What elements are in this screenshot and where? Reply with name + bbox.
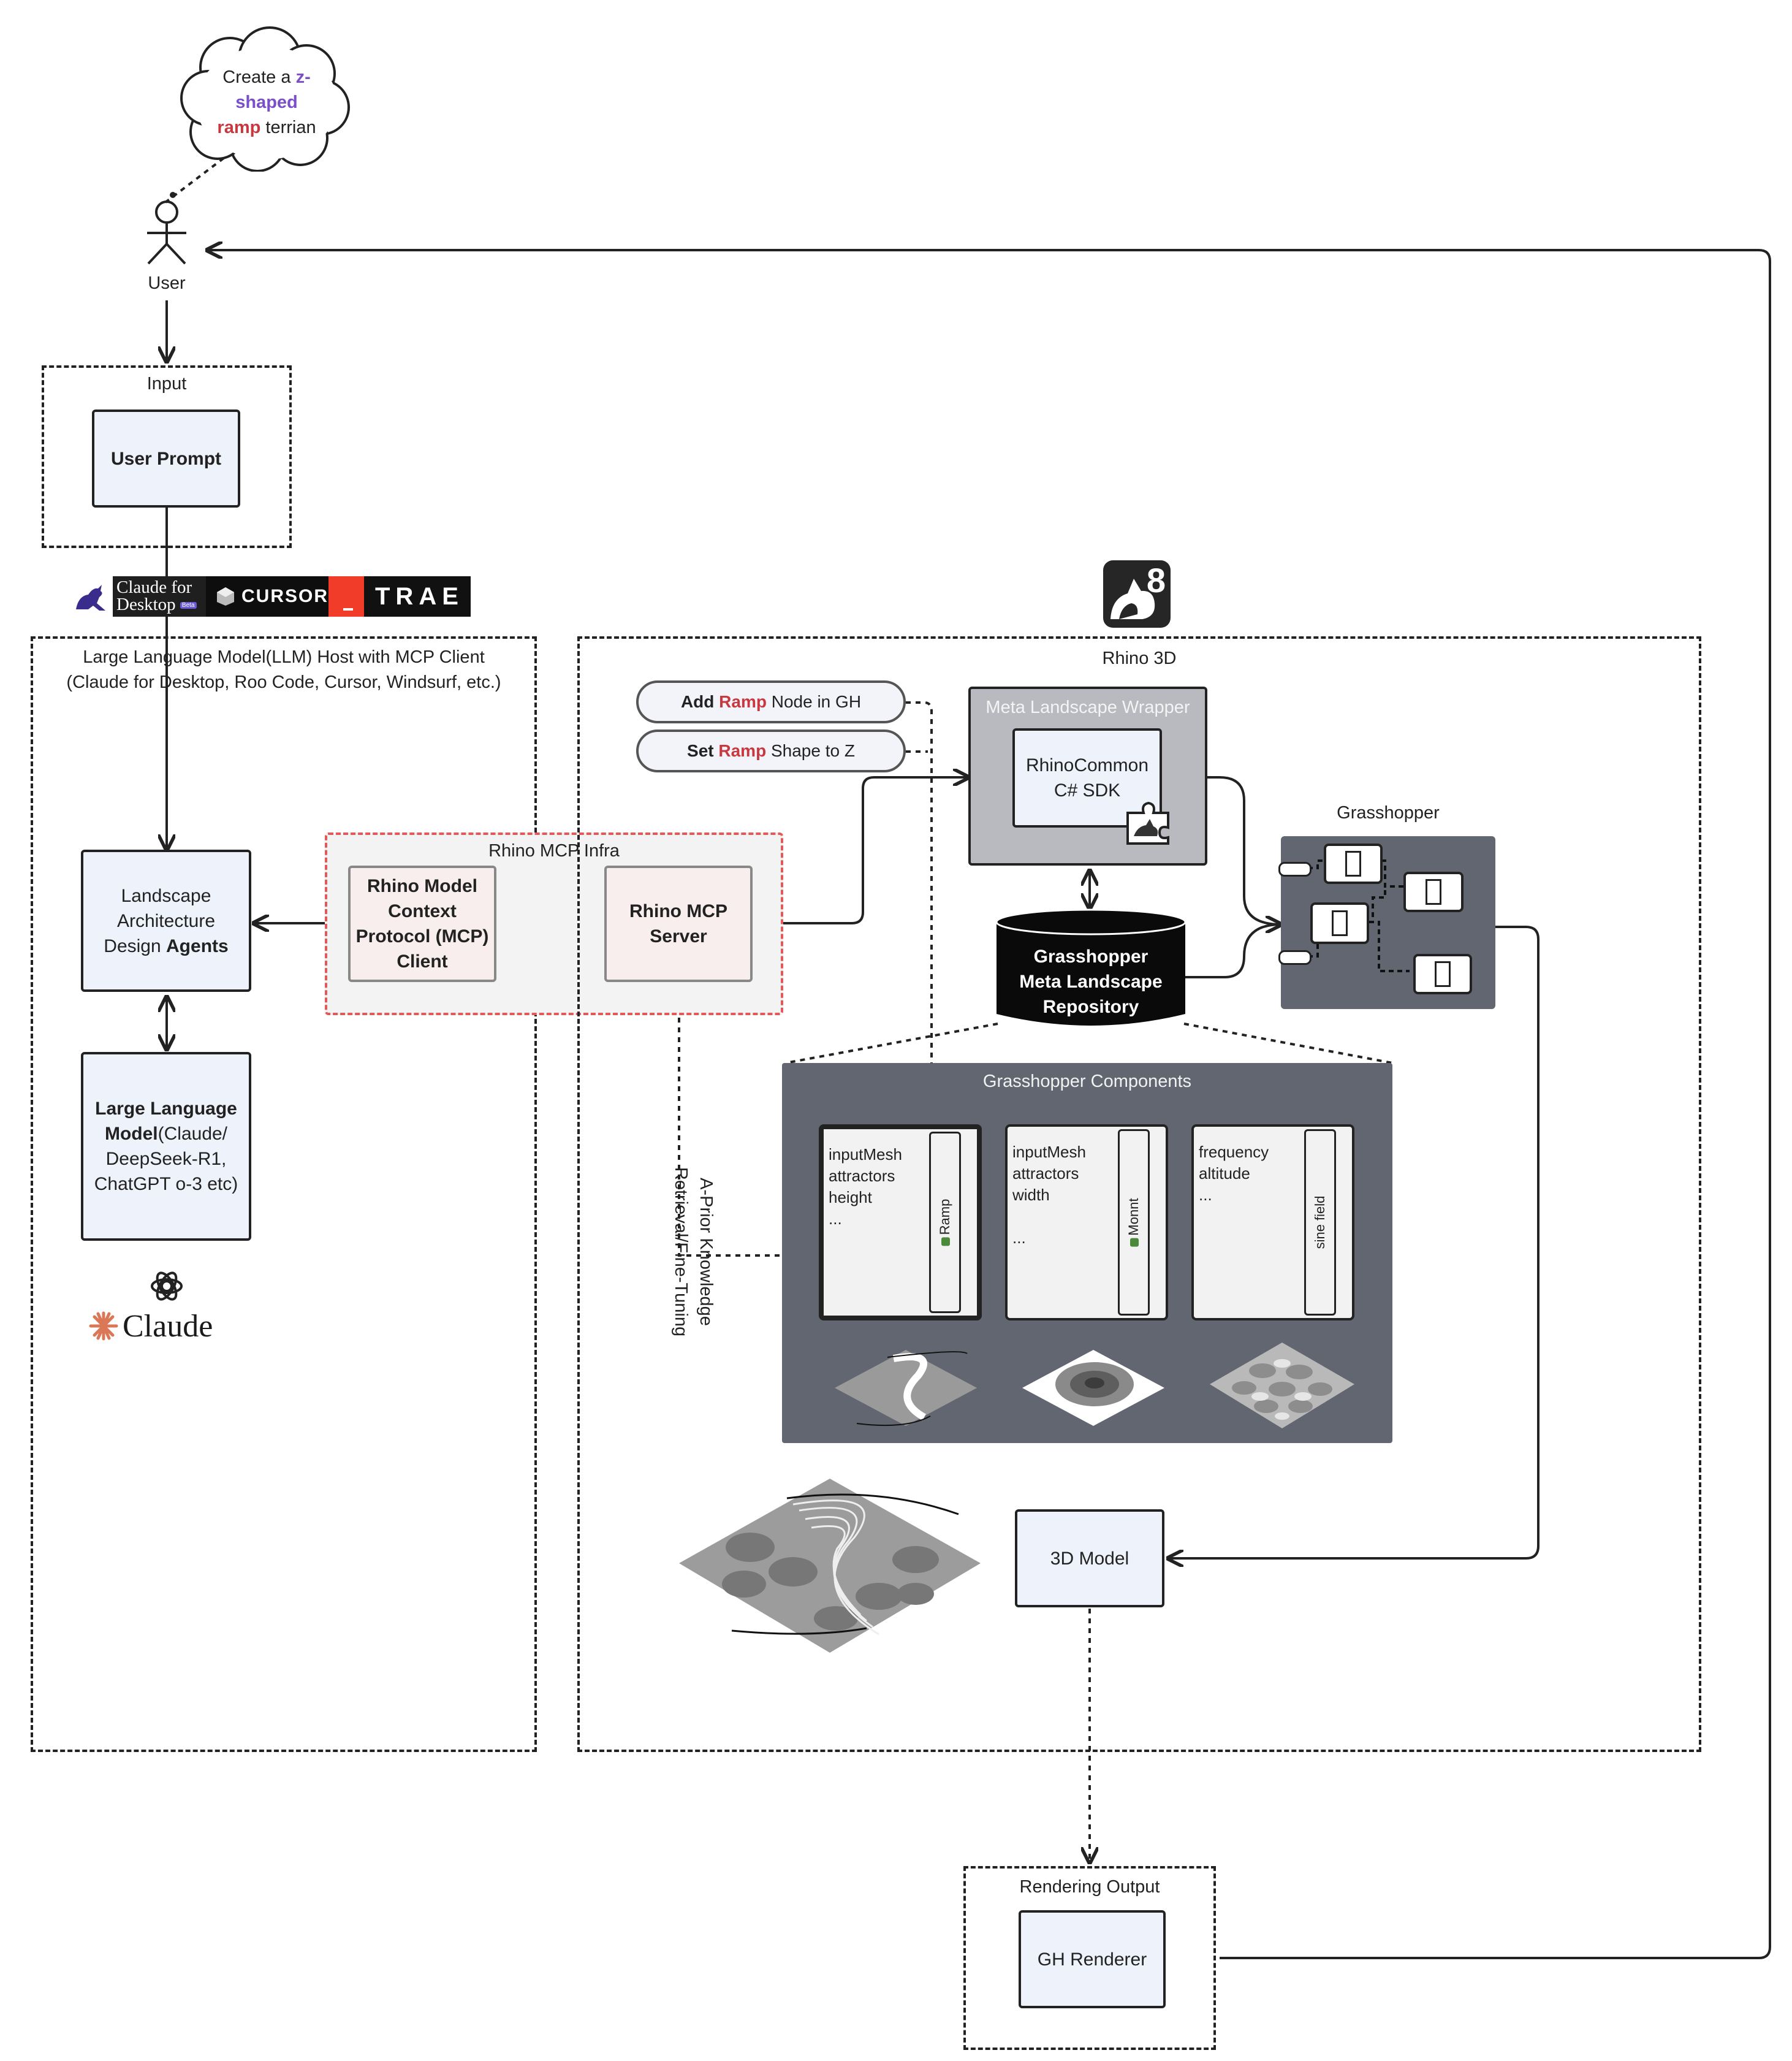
cursor-cube-icon [217,587,234,606]
rendering-output-region: Rendering Output [963,1866,1216,2050]
user-prompt-box[interactable]: User Prompt [92,410,240,508]
input-title: Input [146,374,187,394]
rendering-output-title: Rendering Output [1019,1877,1160,1897]
grasshopper-title: Grasshopper [1337,803,1440,823]
repository-database-icon [995,909,1186,1026]
combined-terrain-render [679,1479,981,1653]
grasshopper-icon [1130,1238,1139,1247]
rhino-title: Rhino 3D [1102,649,1177,668]
gh-input-port [1278,862,1312,877]
thought-bubble-icon [180,26,350,172]
claude-logo: Claude [88,1305,254,1347]
grasshopper-icon [941,1237,951,1246]
mound-terrain-thumbnail [1022,1350,1164,1426]
component-card[interactable]: inputMesh attractors height ... Ramp [819,1124,982,1320]
user-stick-figure-icon [147,200,186,265]
trae-mark-icon [328,576,364,617]
openai-logo-icon [151,1271,183,1301]
knowledge-retrieval-label: A-Prior Knowledge Retrieval/Fine-Tuning [671,1167,716,1337]
claude-spark-icon [89,1311,118,1341]
repository-label[interactable]: Grasshopper Meta Landscape Repository [1019,947,1163,1017]
component-name-label: Monnt [1126,1198,1142,1247]
llm-box[interactable]: Large Language Model(Claude/ DeepSeek-R1… [81,1052,251,1241]
gh-renderer-box[interactable]: GH Renderer [1019,1910,1166,2008]
add-ramp-node-pill[interactable]: Add Ramp Node in GH [636,680,906,723]
ramp-terrain-thumbnail [835,1350,977,1427]
component-name: Ramp [937,1198,952,1235]
rhino8-logo-icon: 8 [1103,560,1171,628]
component-name: sine field [1312,1195,1327,1249]
component-params: inputMesh attractors width ... [1012,1143,1086,1247]
component-name-strip: sine field [1304,1129,1336,1316]
trae-logo: TRAE [328,576,471,617]
gh-node [1310,902,1369,944]
host-logos: Claude for Desktop Beta CURSOR TRAE [72,576,471,617]
component-name-label: sine field [1312,1196,1328,1249]
input-region: Input [42,365,292,548]
rhinocommon-sdk-box[interactable]: RhinoCommon C# SDK [1012,728,1162,828]
component-name: Monnt [1126,1198,1141,1236]
gh-node [1403,872,1464,912]
mcp-server-box[interactable]: Rhino MCP Server [604,866,753,982]
puzzle-plugin-icon [1126,801,1169,845]
component-params: frequency altitude ... [1199,1143,1269,1204]
component-params: inputMesh attractors height ... [829,1145,902,1228]
3d-model-box[interactable]: 3D Model [1015,1509,1164,1607]
roo-code-kangaroo-icon [76,585,105,611]
sine-field-terrain-thumbnail [1210,1343,1354,1428]
set-ramp-shape-pill[interactable]: Set Ramp Shape to Z [636,730,906,772]
rhino-region: Rhino 3D [577,636,1701,1752]
landscape-agents-box[interactable]: Landscape Architecture Design Agents [81,850,251,992]
component-name-strip: Ramp [929,1132,961,1313]
component-card[interactable]: inputMesh attractors width ... Monnt [1005,1124,1168,1320]
component-name-strip: Monnt [1118,1129,1150,1316]
component-name-label: Ramp [937,1199,953,1246]
component-card[interactable]: frequency altitude ... sine field [1191,1124,1354,1320]
thought-bubble-text: Create a z- shaped ramp terrian [217,67,316,137]
grasshopper-canvas[interactable] [1278,836,1495,1009]
claude-desktop-logo: Claude for Desktop Beta [113,576,206,617]
llm-host-title: Large Language Model(LLM) Host with MCP … [66,647,501,692]
gh-input-port [1278,950,1312,965]
components-title: Grasshopper Components [982,1072,1192,1091]
gh-node [1413,954,1472,994]
mcp-infra-title: Rhino MCP Infra [488,841,620,861]
wrapper-title: Meta Landscape Wrapper [985,698,1190,717]
user-label: User [148,273,186,293]
llm-host-region: Large Language Model(LLM) Host with MCP … [31,636,537,1752]
gh-node [1324,844,1383,884]
mcp-client-box[interactable]: Rhino Model Context Protocol (MCP) Clien… [348,866,496,982]
